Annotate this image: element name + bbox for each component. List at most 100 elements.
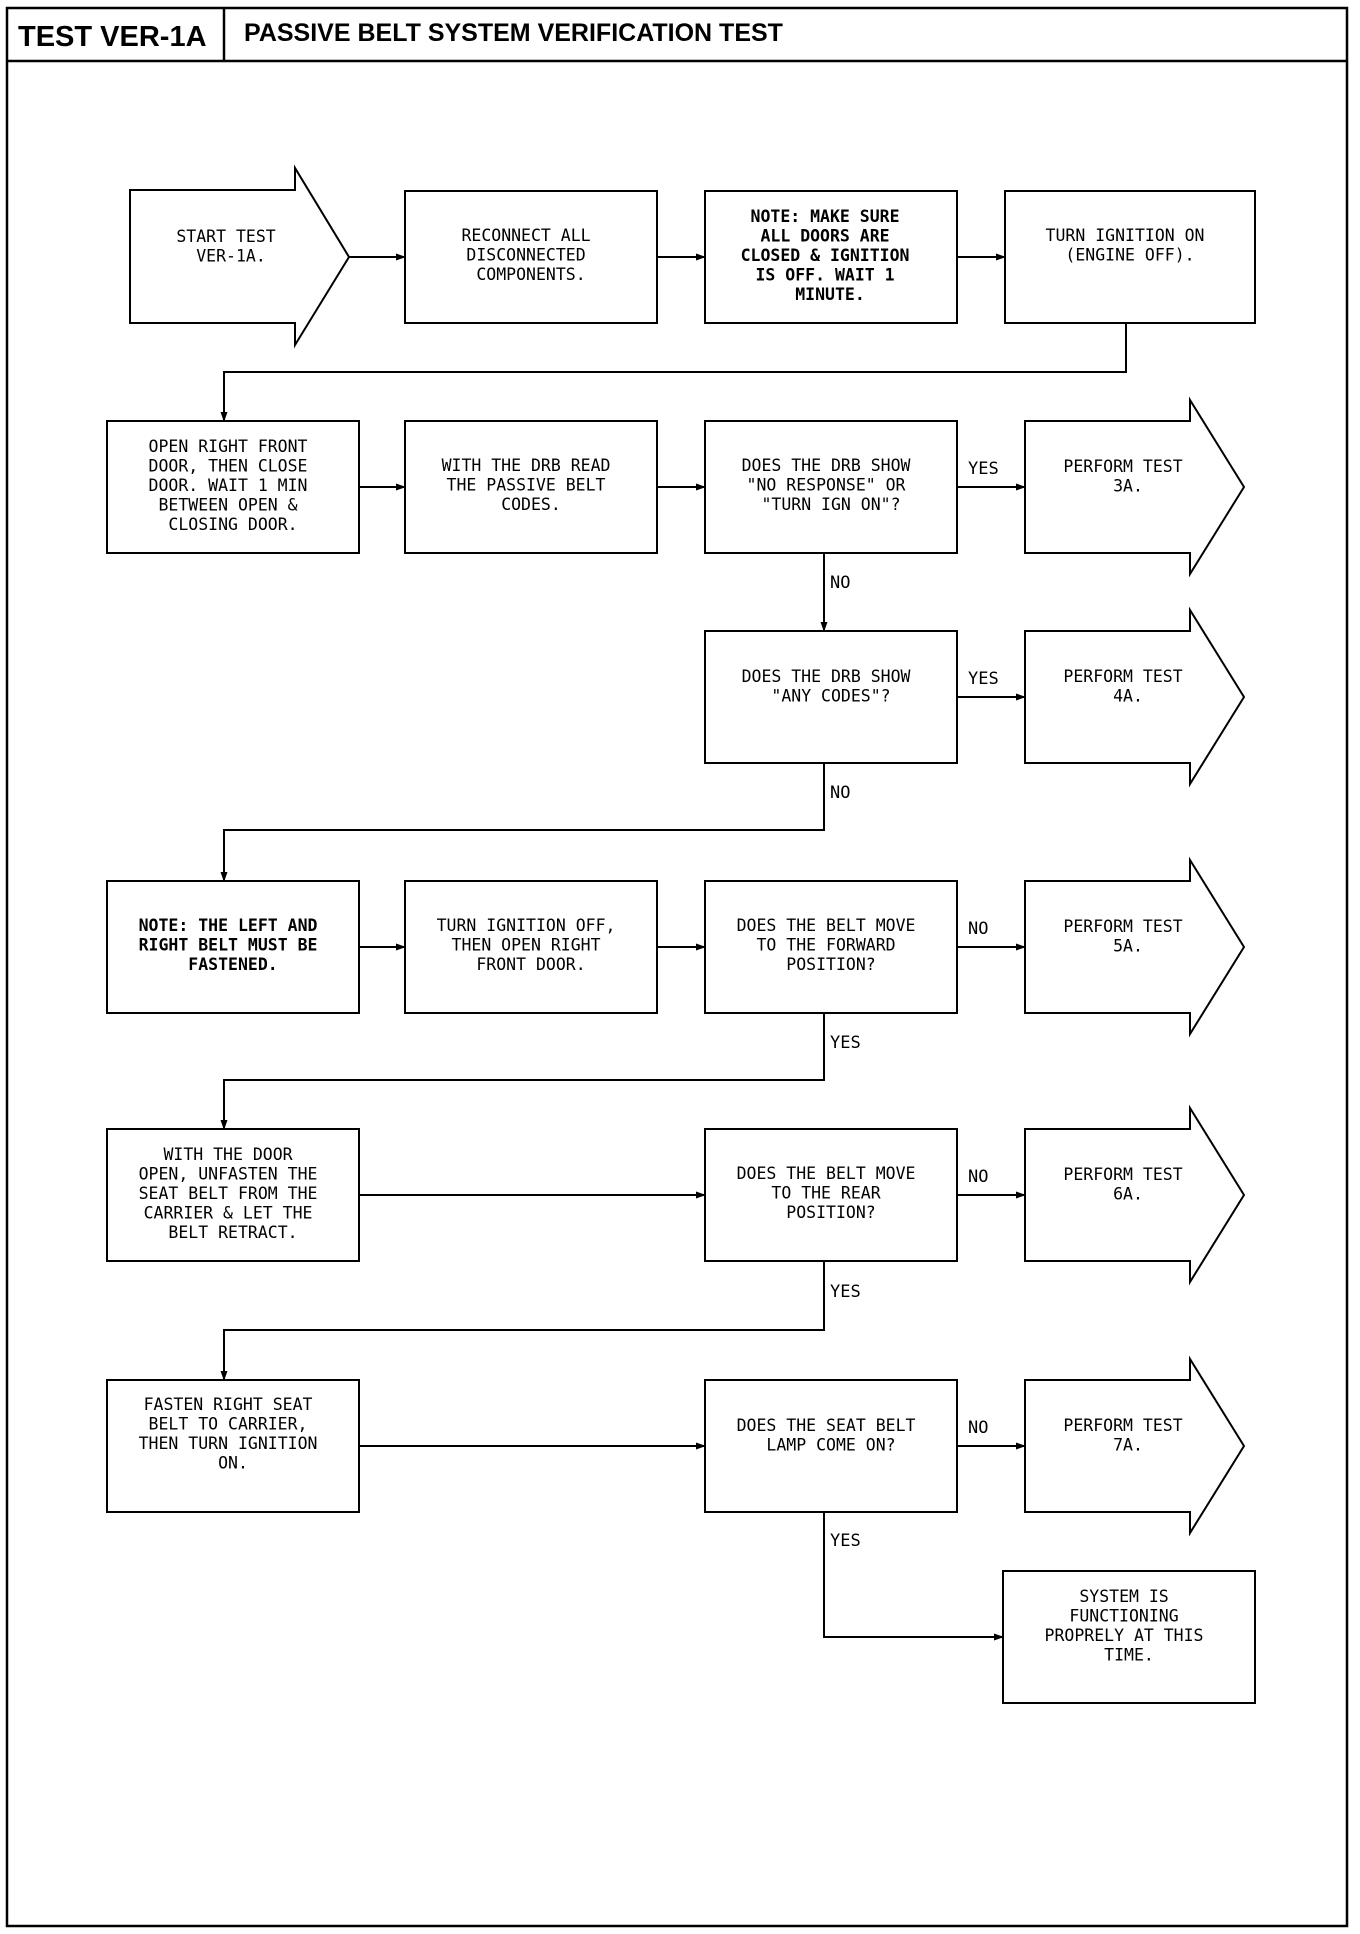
open-door-line-1: OPEN RIGHT FRONT bbox=[149, 437, 308, 456]
perform-test-5a-shape bbox=[1024, 856, 1246, 1038]
perform-test-4a-line-2: 4A. bbox=[1113, 687, 1143, 706]
perform-test-6a-text: PERFORM TEST 6A. bbox=[1063, 1165, 1192, 1204]
arrow-yes-to-unfasten bbox=[220, 1013, 825, 1130]
reconnect-text: RECONNECT ALL DISCONNECTED COMPONENTS. bbox=[461, 226, 600, 284]
note-doors-line-1: NOTE: MAKE SURE bbox=[751, 207, 900, 226]
drb-read-line-1: WITH THE DRB READ bbox=[442, 456, 611, 475]
decision-lamp-box bbox=[704, 1379, 958, 1513]
start-test-text: START TEST VER-1A. bbox=[176, 227, 285, 266]
perform-test-6a-shape bbox=[1024, 1104, 1246, 1286]
decision-any-codes-text: DOES THE DRB SHOW "ANY CODES"? bbox=[742, 667, 921, 706]
perform-test-4a-shape bbox=[1024, 606, 1246, 788]
label-no-6a: NO bbox=[968, 1167, 988, 1187]
decision-rear-line-3: POSITION? bbox=[786, 1203, 875, 1222]
label-no-note: NO bbox=[830, 783, 850, 803]
fasten-line-2: BELT TO CARRIER, bbox=[149, 1415, 308, 1434]
decision-lamp-line-2: LAMP COME ON? bbox=[766, 1436, 895, 1455]
page-title: PASSIVE BELT SYSTEM VERIFICATION TEST bbox=[244, 19, 783, 47]
decision-no-response-line-2: "NO RESPONSE" OR bbox=[747, 476, 906, 495]
drb-read-line-2: THE PASSIVE BELT bbox=[447, 476, 606, 495]
ignition-off-line-3: FRONT DOOR. bbox=[476, 955, 585, 974]
unfasten-line-3: SEAT BELT FROM THE bbox=[139, 1184, 318, 1203]
label-no-any-codes: NO bbox=[830, 573, 850, 593]
label-yes-system-ok: YES bbox=[830, 1531, 861, 1551]
decision-forward-line-3: POSITION? bbox=[786, 955, 875, 974]
label-no-5a: NO bbox=[968, 919, 988, 939]
perform-test-4a-text: PERFORM TEST 4A. bbox=[1063, 667, 1192, 706]
unfasten-line-4: CARRIER & LET THE bbox=[144, 1204, 313, 1223]
ignition-off-line-1: TURN IGNITION OFF, bbox=[437, 916, 616, 935]
perform-test-7a-line-2: 7A. bbox=[1113, 1436, 1143, 1455]
note-fastened-text: NOTE: THE LEFT AND RIGHT BELT MUST BE FA… bbox=[139, 916, 328, 974]
open-door-text: OPEN RIGHT FRONT DOOR, THEN CLOSE DOOR. … bbox=[149, 437, 318, 534]
fasten-line-4: ON. bbox=[218, 1454, 248, 1473]
start-test-shape bbox=[129, 164, 351, 349]
decision-rear-line-1: DOES THE BELT MOVE bbox=[737, 1164, 916, 1183]
note-doors-line-2: ALL DOORS ARE bbox=[760, 227, 889, 246]
decision-rear-line-2: TO THE REAR bbox=[771, 1184, 880, 1203]
decision-forward-box bbox=[704, 880, 958, 1014]
ignition-on-box bbox=[1004, 190, 1256, 324]
fasten-box bbox=[106, 1379, 360, 1513]
decision-no-response-box bbox=[704, 420, 958, 554]
decision-forward-text: DOES THE BELT MOVE TO THE FORWARD POSITI… bbox=[737, 916, 926, 974]
open-door-box bbox=[106, 420, 360, 554]
system-ok-line-1: SYSTEM IS bbox=[1079, 1587, 1168, 1606]
unfasten-line-2: OPEN, UNFASTEN THE bbox=[139, 1165, 318, 1184]
decision-no-response-line-3: "TURN IGN ON"? bbox=[761, 495, 900, 514]
label-yes-3a: YES bbox=[968, 459, 999, 479]
drb-read-text: WITH THE DRB READ THE PASSIVE BELT CODES… bbox=[442, 456, 621, 514]
decision-no-response-text: DOES THE DRB SHOW "NO RESPONSE" OR "TURN… bbox=[742, 456, 921, 514]
perform-test-7a-shape bbox=[1024, 1355, 1246, 1537]
fasten-line-1: FASTEN RIGHT SEAT bbox=[144, 1395, 313, 1414]
decision-forward-line-2: TO THE FORWARD bbox=[756, 936, 895, 955]
perform-test-6a-line-2: 6A. bbox=[1113, 1185, 1143, 1204]
decision-rear-box bbox=[704, 1128, 958, 1262]
start-test-line-2: VER-1A. bbox=[196, 247, 266, 266]
perform-test-3a-line-2: 3A. bbox=[1113, 477, 1143, 496]
fasten-text: FASTEN RIGHT SEAT BELT TO CARRIER, THEN … bbox=[139, 1395, 328, 1473]
system-ok-text: SYSTEM IS FUNCTIONING PROPRELY AT THIS T… bbox=[1045, 1587, 1214, 1665]
ignition-off-line-2: THEN OPEN RIGHT bbox=[452, 936, 601, 955]
ignition-off-text: TURN IGNITION OFF, THEN OPEN RIGHT FRONT… bbox=[437, 916, 626, 974]
test-id: TEST VER-1A bbox=[18, 21, 207, 53]
perform-test-5a-line-1: PERFORM TEST bbox=[1063, 917, 1182, 936]
unfasten-text: WITH THE DOOR OPEN, UNFASTEN THE SEAT BE… bbox=[139, 1145, 328, 1242]
note-doors-text: NOTE: MAKE SURE ALL DOORS ARE CLOSED & I… bbox=[741, 207, 920, 304]
perform-test-5a-text: PERFORM TEST 5A. bbox=[1063, 917, 1192, 956]
note-doors-line-4: IS OFF. WAIT 1 bbox=[755, 266, 894, 285]
system-ok-line-4: TIME. bbox=[1104, 1646, 1154, 1665]
label-yes-unfasten: YES bbox=[830, 1033, 861, 1053]
perform-test-6a-line-1: PERFORM TEST bbox=[1063, 1165, 1182, 1184]
drb-read-line-3: CODES. bbox=[501, 495, 561, 514]
note-fastened-line-3: FASTENED. bbox=[188, 955, 277, 974]
ignition-on-line-1: TURN IGNITION ON bbox=[1046, 226, 1205, 245]
note-doors-line-3: CLOSED & IGNITION bbox=[741, 246, 910, 265]
decision-rear-text: DOES THE BELT MOVE TO THE REAR POSITION? bbox=[737, 1164, 926, 1222]
note-doors-line-5: MINUTE. bbox=[795, 285, 865, 304]
open-door-line-5: CLOSING DOOR. bbox=[168, 515, 297, 534]
start-test-line-1: START TEST bbox=[176, 227, 275, 246]
system-ok-line-2: FUNCTIONING bbox=[1069, 1607, 1178, 1626]
decision-any-codes-line-1: DOES THE DRB SHOW bbox=[742, 667, 911, 686]
reconnect-line-2: DISCONNECTED bbox=[466, 246, 585, 265]
perform-test-3a-shape bbox=[1024, 396, 1246, 578]
reconnect-line-3: COMPONENTS. bbox=[476, 265, 585, 284]
arrow-yes-to-fasten bbox=[220, 1261, 825, 1381]
decision-any-codes-box bbox=[704, 630, 958, 764]
perform-test-4a-line-1: PERFORM TEST bbox=[1063, 667, 1182, 686]
fasten-line-3: THEN TURN IGNITION bbox=[139, 1434, 318, 1453]
decision-no-response-line-1: DOES THE DRB SHOW bbox=[742, 456, 911, 475]
arrow-ignition-to-open-door bbox=[220, 323, 1127, 422]
decision-any-codes-line-2: "ANY CODES"? bbox=[771, 687, 890, 706]
ignition-on-text: TURN IGNITION ON (ENGINE OFF). bbox=[1046, 226, 1215, 265]
open-door-line-3: DOOR. WAIT 1 MIN bbox=[149, 476, 308, 495]
system-ok-box bbox=[1002, 1570, 1256, 1704]
arrow-no-to-note-fastened bbox=[220, 763, 825, 882]
decision-lamp-text: DOES THE SEAT BELT LAMP COME ON? bbox=[737, 1416, 926, 1455]
label-yes-4a: YES bbox=[968, 669, 999, 689]
unfasten-line-5: BELT RETRACT. bbox=[168, 1223, 297, 1242]
note-fastened-line-2: RIGHT BELT MUST BE bbox=[139, 936, 318, 955]
system-ok-line-3: PROPRELY AT THIS bbox=[1045, 1626, 1204, 1645]
unfasten-line-1: WITH THE DOOR bbox=[163, 1145, 292, 1164]
